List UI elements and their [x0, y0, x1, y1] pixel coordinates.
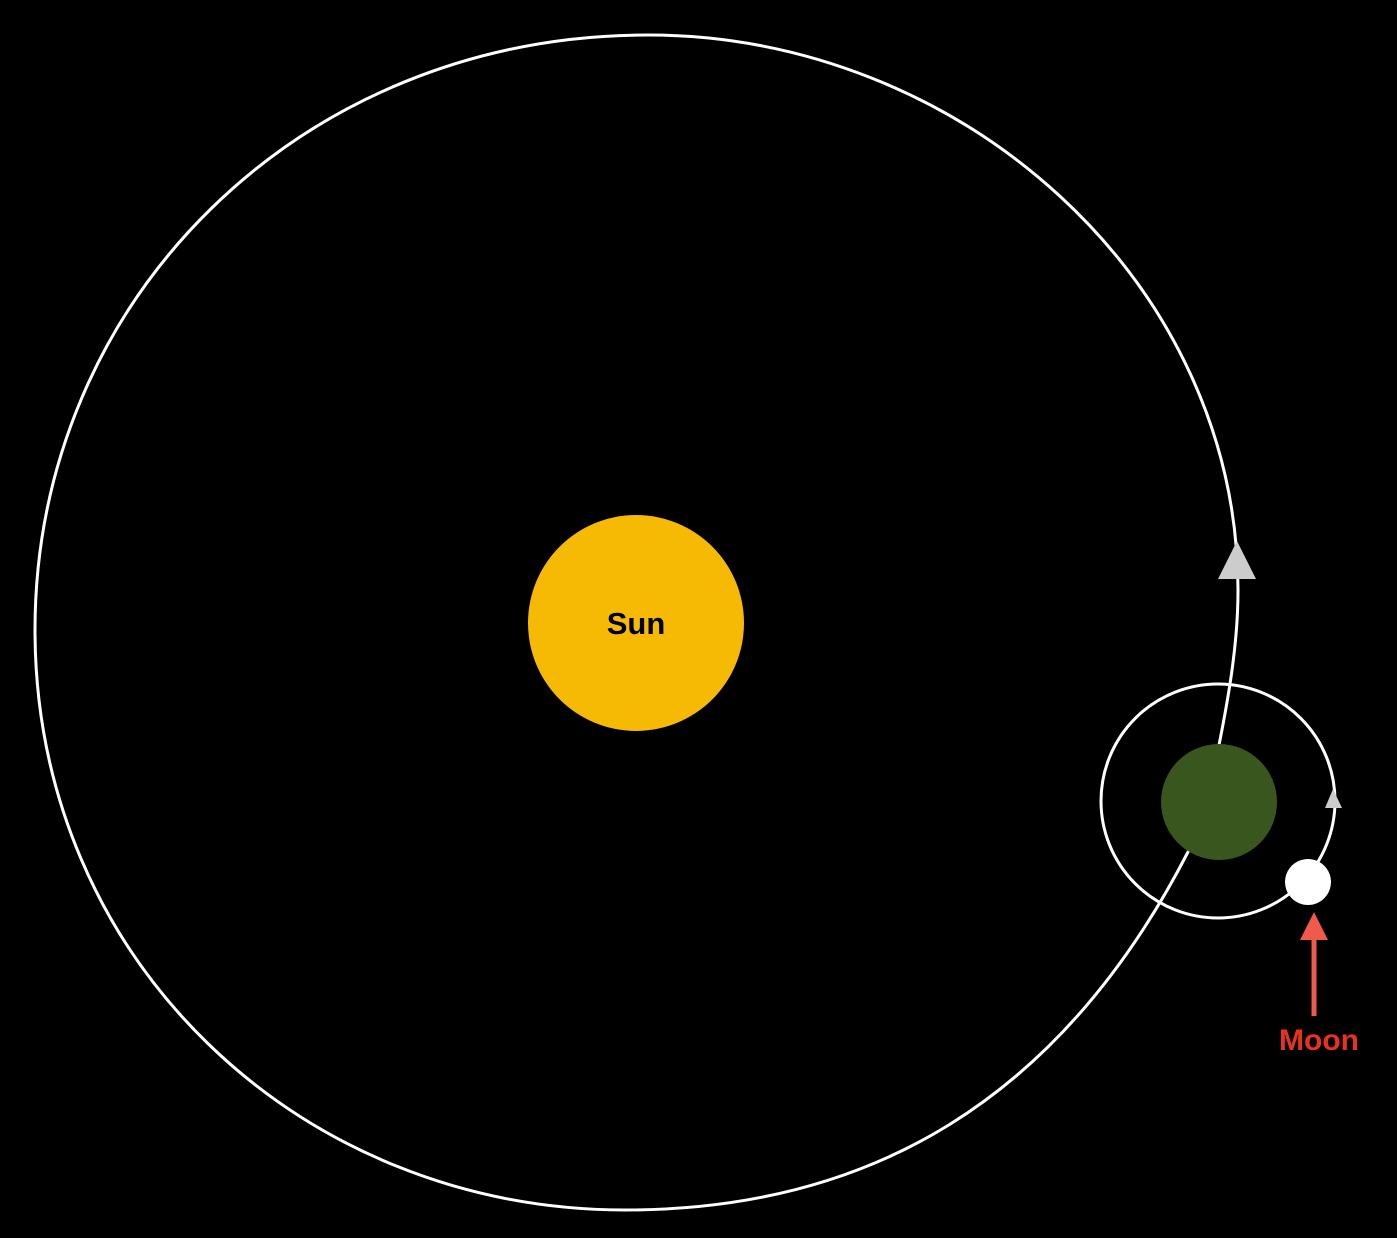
earth [1161, 744, 1277, 860]
earth-orbit-direction-arrow [1218, 541, 1256, 579]
moon-orbit-direction-arrow [1325, 789, 1342, 808]
sun-label: Sun [607, 606, 666, 641]
moon-pointer-arrow [1300, 912, 1328, 1016]
moon [1285, 859, 1331, 905]
earth-orbit-path [33, 33, 1240, 1212]
sun [528, 515, 744, 731]
moon-label: Moon [1279, 1024, 1359, 1057]
